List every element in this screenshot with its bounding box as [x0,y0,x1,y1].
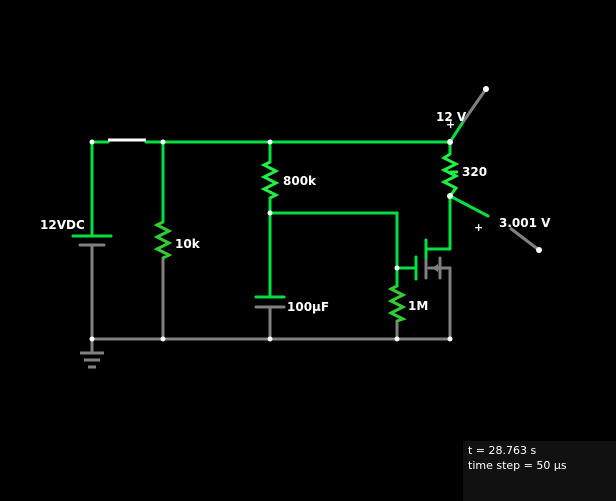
resistor-800k[interactable] [260,160,280,200]
resistor-1m[interactable] [387,284,407,323]
probe-voltage-label: 3.001 V [499,216,551,230]
simulation-time-step: time step = 50 µs [468,459,567,472]
rail-source-terminal[interactable] [483,86,489,92]
capacitor-label: 100µF [287,300,329,314]
potentiometer-label: 320 [462,165,487,179]
rail-source-lead [461,88,488,123]
rail-plus-sign: + [446,118,455,131]
junction-nodes [89,139,453,342]
rail-source-wire[interactable] [448,120,465,144]
resistor-800k-label: 800k [283,174,317,188]
potentiometer[interactable] [440,152,460,197]
rail-voltage-label: 12 V [436,110,467,124]
battery-label: 12VDC [40,218,85,232]
resistor-1m-label: 1M [408,299,428,313]
resistor-10k-label: 10k [175,237,201,251]
simulation-info-box: t = 28.763 s time step = 50 µs [463,441,616,501]
resistor-10k[interactable] [153,220,173,260]
simulation-time: t = 28.763 s [468,444,537,457]
probe-terminal[interactable] [536,247,542,253]
probe-lead [509,226,540,252]
mosfet-arrow [432,264,438,272]
probe-wire[interactable] [448,194,490,218]
probe-plus-sign: + [474,221,483,234]
ground-symbol [80,351,104,369]
